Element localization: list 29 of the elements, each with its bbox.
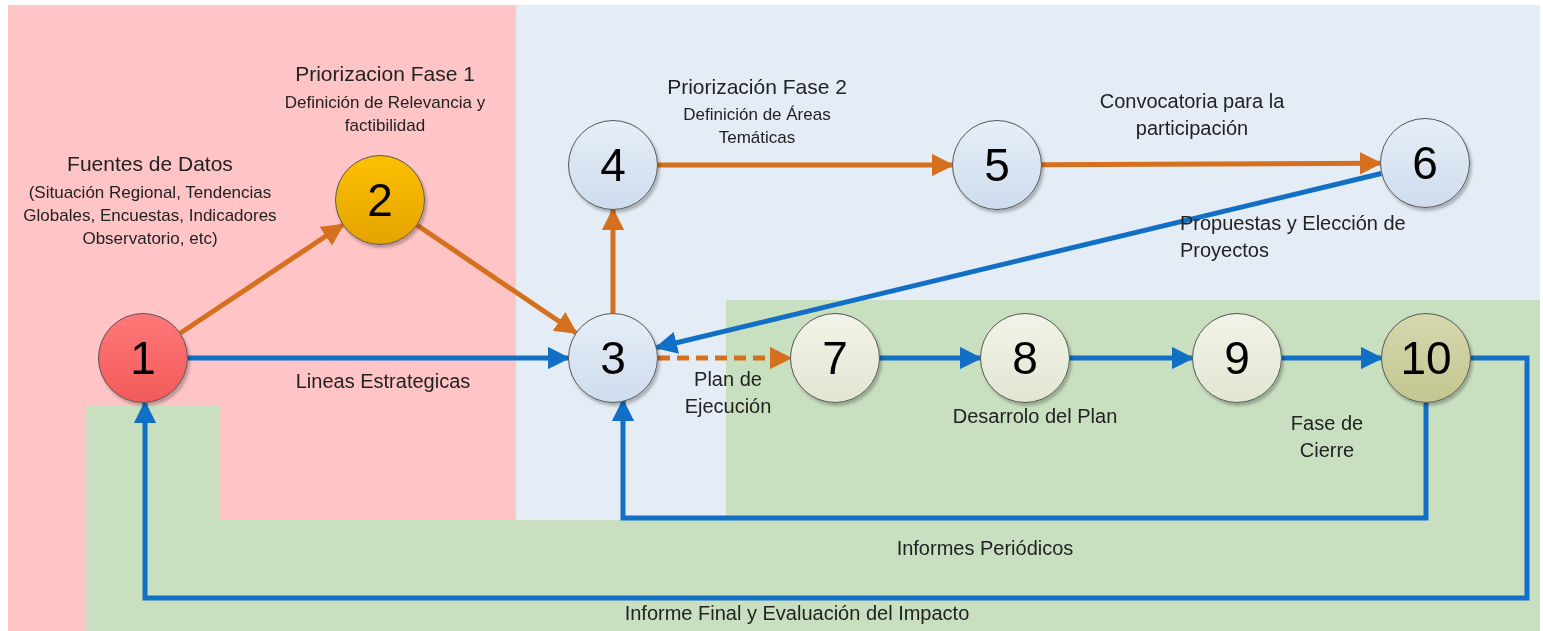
numbered-circle: 7: [790, 313, 880, 403]
numbered-circle: 5: [952, 120, 1042, 210]
edge-label: Informes Periódicos: [895, 536, 1075, 561]
arrow: [133, 355, 1530, 601]
edge-label: Fase de Cierre: [1289, 411, 1365, 463]
numbered-circle: 3: [568, 313, 658, 403]
step-heading: Priorización Fase 2: [666, 74, 848, 100]
step-heading: Priorizacion Fase 1: [294, 61, 476, 87]
edge-label: Informe Final y Evaluación del Impacto: [623, 601, 971, 626]
edge-label: Desarrolo del Plan: [951, 404, 1119, 429]
step-description: Definición de Relevancia y factibilidad: [283, 92, 487, 137]
numbered-circle: 6: [1380, 118, 1470, 208]
step-description: (Situación Regional, Tendencias Globales, Encuestas, Indicadores Observatorio, etc): [22, 182, 278, 250]
numbered-circle: 2: [335, 155, 425, 245]
arrow: [415, 223, 578, 335]
edge-label: Convocatoria para la participación: [1098, 89, 1286, 141]
step-description: Definición de Áreas Temáticas: [682, 104, 832, 149]
arrow: [601, 207, 625, 313]
edge-label: Plan de Ejecución: [683, 367, 773, 419]
edge-label: Propuestas y Elección de Proyectos: [1180, 211, 1407, 263]
numbered-circle: 4: [568, 120, 658, 210]
numbered-circle: 10: [1381, 313, 1471, 403]
numbered-circle: 9: [1192, 313, 1282, 403]
edge-label: Lineas Estrategicas: [294, 369, 472, 394]
arrow: [179, 222, 345, 336]
arrow: [654, 171, 1382, 354]
numbered-circle: 1: [98, 313, 188, 403]
step-heading: Fuentes de Datos: [66, 151, 234, 177]
numbered-circle: 8: [980, 313, 1070, 403]
